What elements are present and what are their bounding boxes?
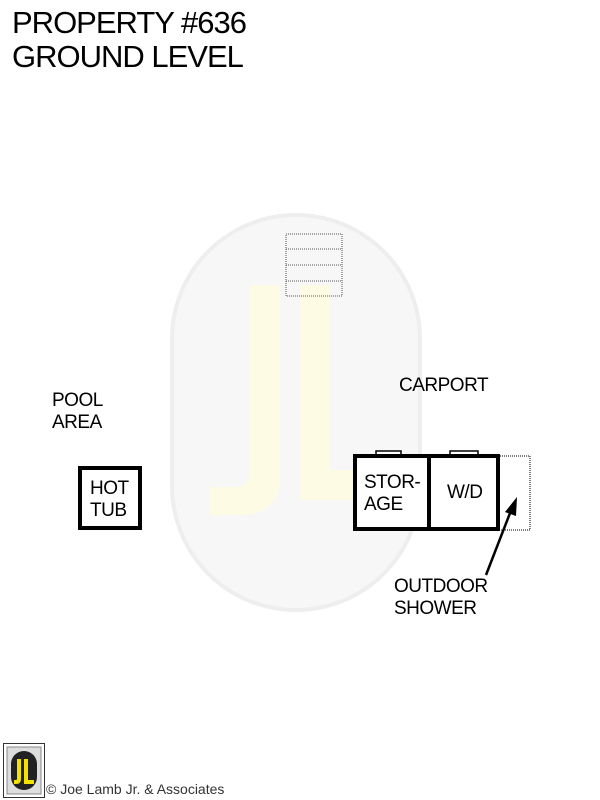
pool-area-label: POOL AREA	[52, 390, 103, 434]
storage-line1: STOR-	[364, 472, 421, 493]
pool-line1: POOL	[52, 390, 103, 411]
wd-label: W/D	[447, 482, 483, 503]
arrow	[484, 497, 517, 576]
hot-tub: HOT TUB	[78, 466, 142, 530]
washer-dryer-room: W/D	[427, 454, 500, 531]
outdoor-shower-outline	[500, 455, 531, 531]
hot-tub-line1: HOT	[90, 478, 129, 499]
shower-line1: OUTDOOR	[394, 576, 488, 597]
storage-room: STOR- AGE	[353, 454, 431, 531]
carport-label: CARPORT	[399, 375, 489, 396]
shower-line2: SHOWER	[394, 598, 477, 619]
storage-label: STOR- AGE	[364, 472, 421, 516]
hot-tub-line2: TUB	[90, 500, 127, 521]
outdoor-shower-label: OUTDOOR SHOWER	[394, 576, 488, 620]
title-line1: PROPERTY #636	[12, 5, 247, 40]
hot-tub-label: HOT TUB	[90, 478, 129, 522]
jl-logo-icon	[3, 743, 45, 798]
copyright-text: © Joe Lamb Jr. & Associates	[46, 781, 225, 797]
storage-line2: AGE	[364, 494, 403, 515]
title-line2: GROUND LEVEL	[12, 39, 244, 74]
pool-line2: AREA	[52, 412, 102, 433]
watermark-logo	[170, 213, 422, 612]
page-title: PROPERTY #636 GROUND LEVEL	[12, 5, 247, 74]
stairs	[285, 233, 343, 297]
